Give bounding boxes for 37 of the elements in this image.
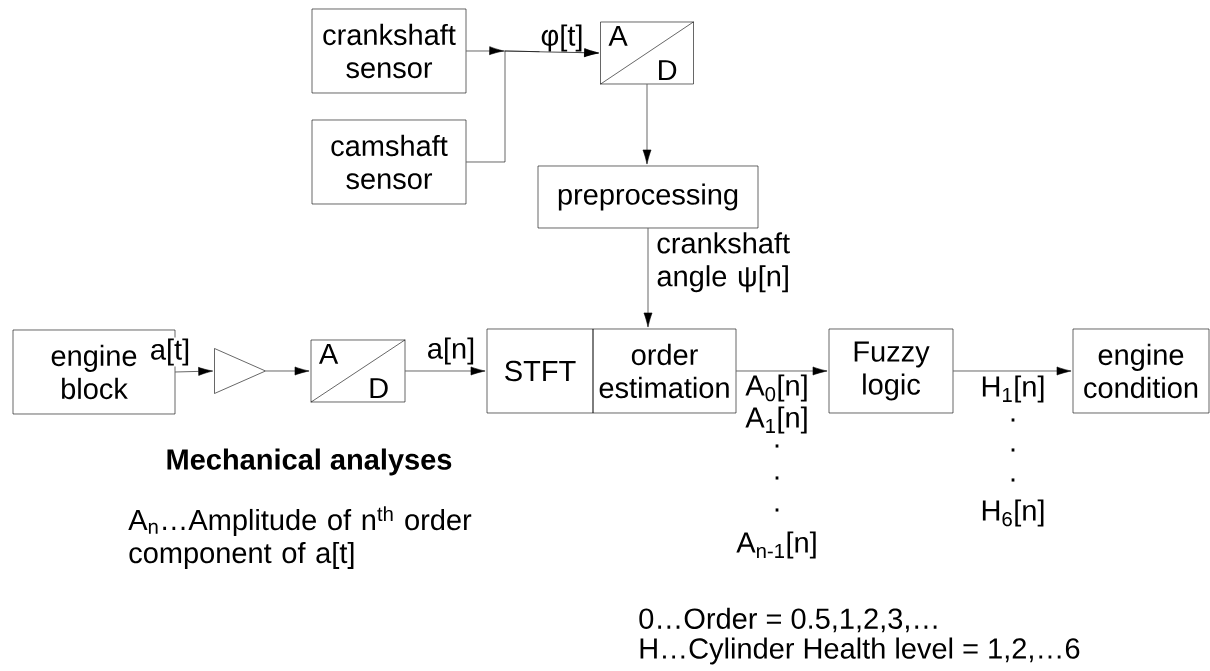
arrow bbox=[265, 366, 310, 376]
process-box: engine condition bbox=[1072, 328, 1210, 414]
process-box: STFT bbox=[486, 328, 594, 414]
signal-label: . bbox=[775, 444, 779, 448]
arrow bbox=[643, 228, 653, 328]
process-box: order estimation bbox=[592, 328, 737, 414]
note: H…Cylinder Health level = 1,2,…6 bbox=[640, 637, 1080, 665]
note: A$_{n}$…Amplitude of n$^{th}$ order component of a[t] bbox=[128, 506, 472, 569]
arrow bbox=[405, 366, 486, 376]
signal-label: A$_{n-1}$[n] bbox=[736, 531, 816, 559]
converter-box: A D bbox=[599, 21, 695, 85]
process-box: preprocessing bbox=[537, 165, 759, 229]
arrow bbox=[953, 366, 1072, 376]
arrow bbox=[175, 367, 213, 376]
signal-label: . bbox=[1011, 448, 1015, 452]
process-box: camshaft sensor bbox=[311, 119, 467, 205]
process-box: crankshaft sensor bbox=[311, 8, 467, 94]
signal-label: . bbox=[775, 476, 779, 480]
signal-label: . bbox=[775, 508, 779, 512]
signal-label: H$_{6}$[n] bbox=[982, 499, 1044, 527]
edge-label: φ[t] bbox=[539, 23, 585, 53]
signal-label: H$_{1}$[n] bbox=[982, 375, 1044, 403]
arrow bbox=[736, 366, 828, 376]
arrow bbox=[466, 48, 599, 163]
arrow bbox=[642, 84, 652, 165]
amplifier-triangle bbox=[214, 348, 266, 394]
signal-label: A$_{1}$[n] bbox=[745, 406, 807, 434]
process-box: Fuzzy logic bbox=[828, 328, 954, 414]
signal-label: . bbox=[1011, 478, 1015, 482]
converter-box: A D bbox=[310, 339, 406, 403]
heading: Mechanical analyses bbox=[167, 448, 452, 476]
edge-label: a[t] bbox=[148, 337, 192, 367]
note: 0…Order = 0.5,1,2,3,… bbox=[639, 607, 937, 633]
edge-label: crankshaft angle ψ[n] bbox=[652, 231, 795, 294]
signal-label: A$_{0}$[n] bbox=[745, 374, 807, 402]
signal-label: . bbox=[1011, 418, 1015, 422]
edge-label: a[n] bbox=[425, 336, 477, 366]
